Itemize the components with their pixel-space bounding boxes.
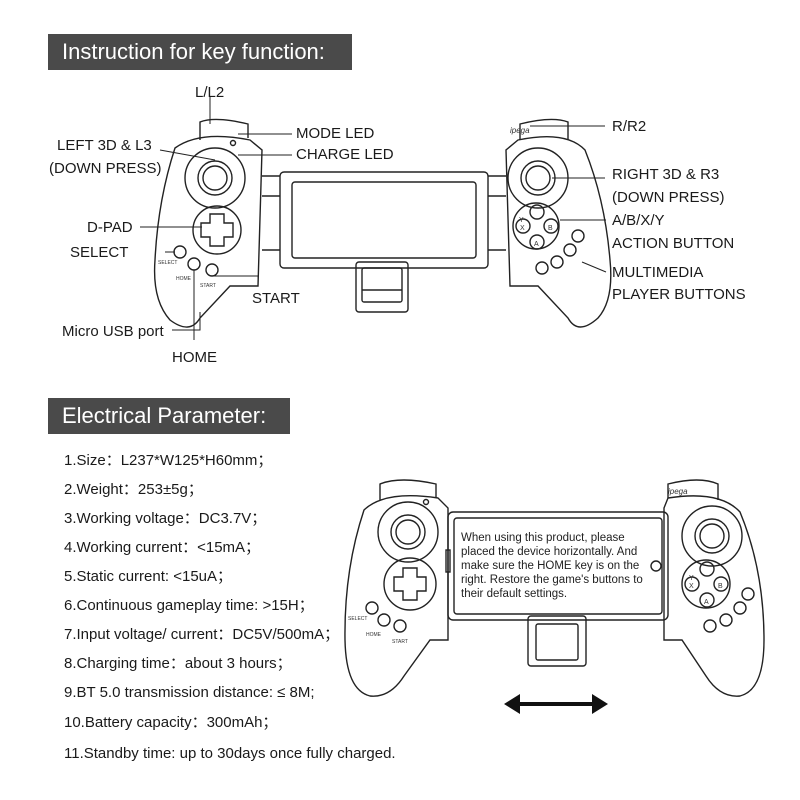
label-multimedia-line1: MULTIMEDIA <box>612 264 704 281</box>
small-start-label-bottom: START <box>392 639 408 645</box>
label-l-l2: L/L2 <box>195 84 225 101</box>
btn-y-label-bottom: Y <box>689 575 694 582</box>
label-right-3d-line1: RIGHT 3D & R3 <box>612 166 720 183</box>
label-d-pad: D-PAD <box>87 219 133 236</box>
label-r-r2: R/R2 <box>612 118 647 135</box>
small-select-label: SELECT <box>158 260 177 266</box>
param-working-current: 4.Working current：<15mA； <box>64 539 261 556</box>
label-select: SELECT <box>70 244 129 261</box>
btn-x-label: X <box>520 225 525 232</box>
extend-arrow <box>504 694 608 714</box>
small-home-label-bottom: HOME <box>366 632 382 638</box>
param-weight: 2.Weight：253±5g； <box>64 481 203 498</box>
param-standby-time: 11.Standby time: up to 30days once fully… <box>64 745 396 762</box>
brand-logo-top: ipega <box>510 126 530 135</box>
btn-b-label: B <box>548 225 553 232</box>
label-left-3d-line2: (DOWN PRESS) <box>49 160 162 177</box>
small-home-label: HOME <box>176 276 192 282</box>
small-select-label-bottom: SELECT <box>348 616 367 622</box>
label-abxy-line1: A/B/X/Y <box>612 212 665 229</box>
label-left-3d-line1: LEFT 3D & L3 <box>57 137 152 154</box>
label-multimedia-line2: PLAYER BUTTONS <box>612 286 746 303</box>
btn-a-label: A <box>534 241 539 248</box>
param-size: 1.Size：L237*W125*H60mm； <box>64 452 273 469</box>
btn-a-label-bottom: A <box>704 599 709 606</box>
param-bt-distance: 9.BT 5.0 transmission distance: ≤ 8M; <box>64 684 315 701</box>
label-right-3d-line2: (DOWN PRESS) <box>612 189 725 206</box>
key-function-title: Instruction for key function: <box>48 34 352 70</box>
electrical-parameter-title: Electrical Parameter: <box>48 398 290 434</box>
param-working-voltage: 3.Working voltage：DC3.7V； <box>64 510 267 527</box>
small-start-label: START <box>200 283 216 289</box>
label-mode-led: MODE LED <box>296 125 375 142</box>
btn-b-label-bottom: B <box>718 583 723 590</box>
label-home: HOME <box>172 349 217 366</box>
btn-y-label: Y <box>519 217 524 224</box>
label-start: START <box>252 290 300 307</box>
device-note: When using this product, please placed t… <box>461 532 643 600</box>
label-charge-led: CHARGE LED <box>296 146 394 163</box>
param-input-voltage: 7.Input voltage/ current：DC5V/500mA； <box>64 626 340 643</box>
brand-logo-bottom: ipega <box>668 487 688 496</box>
label-micro-usb: Micro USB port <box>62 323 164 340</box>
param-charging-time: 8.Charging time：about 3 hours； <box>64 655 292 672</box>
btn-x-label-bottom: X <box>689 583 694 590</box>
param-static-current: 5.Static current: <15uA； <box>64 568 233 585</box>
label-abxy-line2: ACTION BUTTON <box>612 235 735 252</box>
param-battery-capacity: 10.Battery capacity：300mAh； <box>64 714 278 731</box>
param-gameplay-time: 6.Continuous gameplay time: >15H； <box>64 597 314 614</box>
